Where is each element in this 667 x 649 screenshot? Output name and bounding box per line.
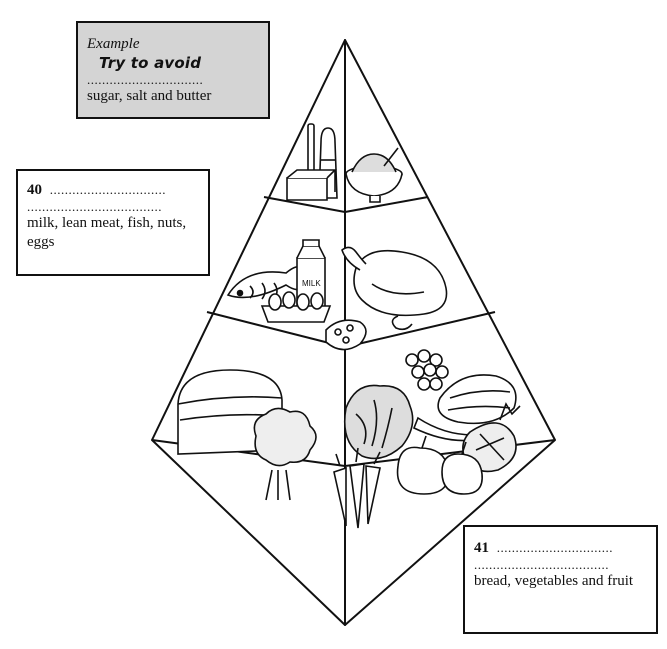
broccoli-icon bbox=[253, 407, 317, 501]
tier-middle-foods: MILK bbox=[226, 239, 448, 351]
question-41-answer-line-2[interactable]: .................................... bbox=[474, 558, 609, 572]
eggs-icon bbox=[260, 291, 332, 323]
chicken-icon bbox=[341, 246, 448, 331]
butter-icon bbox=[286, 169, 337, 201]
question-41-box: 41 ............................... .....… bbox=[463, 525, 658, 634]
svg-text:MILK: MILK bbox=[302, 279, 321, 288]
pyramid-left-face bbox=[151, 39, 346, 626]
question-40-answer-line-2[interactable]: .................................... bbox=[27, 200, 162, 214]
question-41-description: bread, vegetables and fruit bbox=[474, 573, 634, 589]
question-40-number: 40 bbox=[27, 182, 42, 198]
example-label: Example bbox=[87, 36, 140, 52]
tier-top-foods bbox=[286, 123, 403, 203]
question-40-box: 40 ............................... .....… bbox=[16, 169, 210, 276]
sugar-bowl-icon bbox=[345, 147, 403, 203]
lettuce-icon bbox=[343, 384, 414, 460]
pear-icon-2 bbox=[441, 441, 483, 495]
example-answer: Try to avoid bbox=[99, 54, 202, 72]
carrots-icon bbox=[333, 447, 381, 529]
tier-bottom-foods bbox=[177, 349, 521, 529]
question-41-number: 41 bbox=[474, 540, 489, 556]
pear-icon bbox=[396, 435, 450, 495]
grapes-icon bbox=[405, 349, 449, 391]
question-41-answer-line-1[interactable]: ............................... bbox=[496, 540, 613, 555]
tier-divider-top bbox=[263, 196, 429, 213]
example-dotted-line: ............................... bbox=[87, 73, 204, 87]
knife-icon bbox=[307, 123, 315, 173]
fish-icon bbox=[226, 265, 303, 300]
example-answer-box: Example Try to avoid ...................… bbox=[76, 21, 270, 119]
question-40-description: milk, lean meat, fish, nuts, eggs bbox=[27, 215, 187, 250]
question-40-answer-line-1[interactable]: ............................... bbox=[49, 182, 166, 197]
example-description: sugar, salt and butter bbox=[87, 88, 212, 104]
nuts-icon bbox=[325, 319, 367, 351]
